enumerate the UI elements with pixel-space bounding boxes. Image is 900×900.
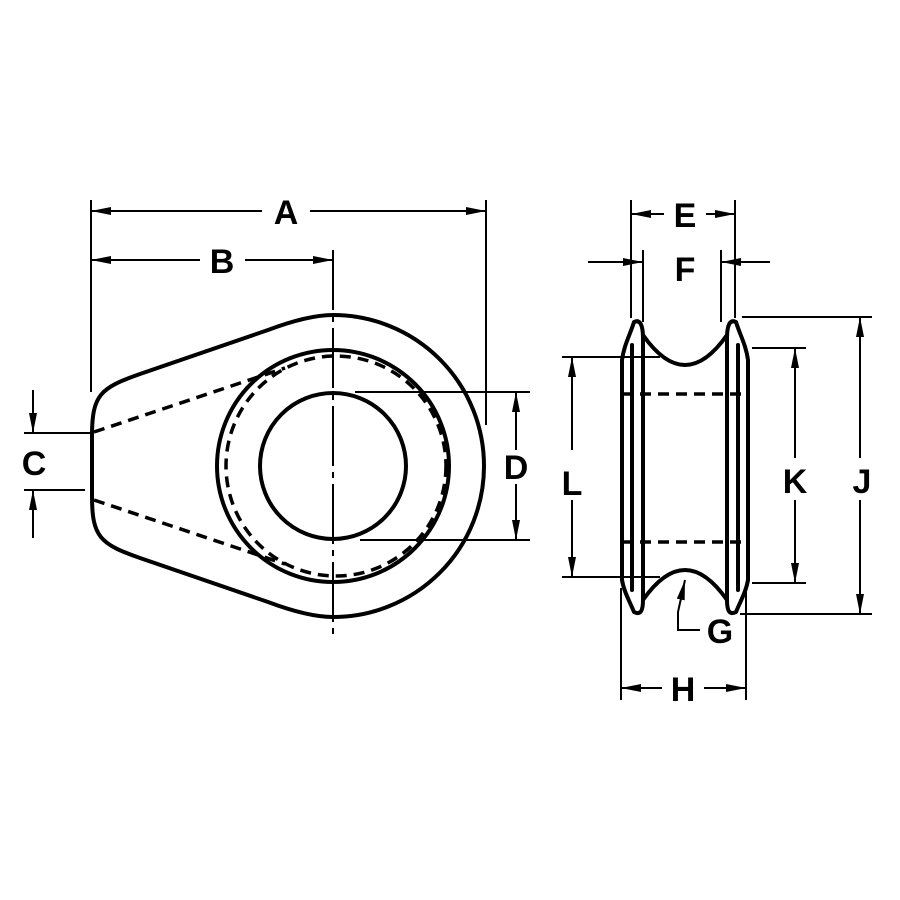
groove-arc-top <box>641 333 729 367</box>
label-l: L <box>562 465 583 503</box>
hidden-taper-top <box>93 366 286 434</box>
groove-hidden-circle <box>224 354 448 578</box>
groove-arc-bottom <box>641 568 729 602</box>
edge-view: E F L K J G H <box>562 197 872 709</box>
label-e: E <box>674 197 697 235</box>
label-k: K <box>783 463 808 501</box>
label-d: D <box>504 449 529 487</box>
hidden-taper-bottom <box>93 498 286 566</box>
label-b: B <box>210 243 235 281</box>
label-h: H <box>671 671 696 709</box>
leader-line-g <box>676 579 700 631</box>
label-a: A <box>274 194 299 232</box>
left-flange-outline <box>620 319 645 616</box>
label-f: F <box>675 251 696 289</box>
label-g: G <box>707 613 733 651</box>
thimble-outer-outline <box>90 313 486 619</box>
right-flange-outline <box>725 319 750 616</box>
side-view: A B C D <box>22 194 530 640</box>
label-j: J <box>853 463 872 501</box>
label-c: C <box>22 445 47 483</box>
